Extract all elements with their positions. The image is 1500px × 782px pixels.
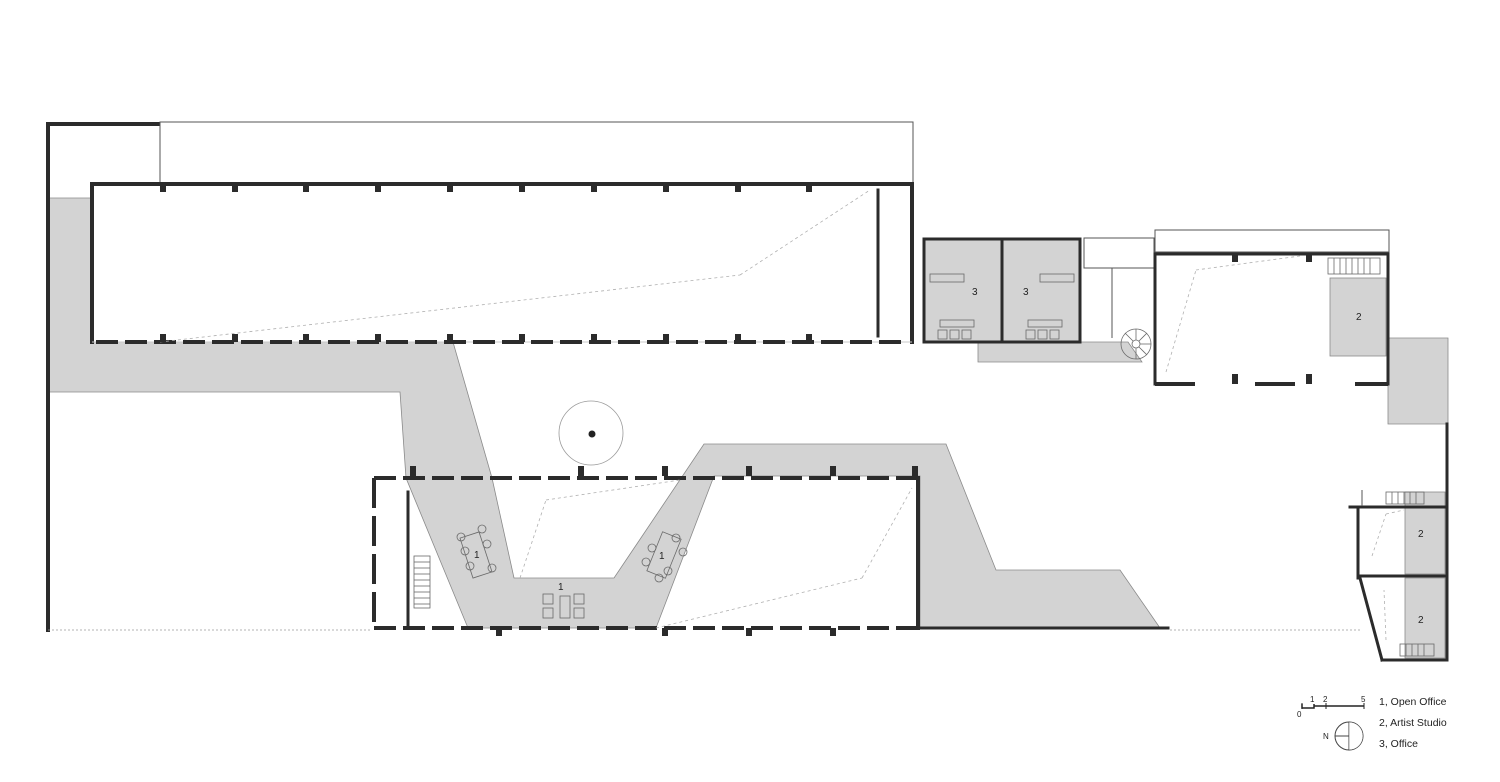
office-room-a [923, 239, 1003, 342]
legend-item-office: 3, Office [1379, 738, 1418, 750]
room-label-studio-east-a: 2 [1418, 529, 1424, 540]
stair-east [1385, 491, 1435, 657]
legend-item-artist-studio: 2, Artist Studio [1379, 717, 1447, 729]
studio-room-east-b [1404, 577, 1446, 659]
room-label-studio-east-b: 2 [1418, 615, 1424, 626]
scale-tick-1: 1 [1310, 695, 1315, 704]
conference-table-east [641, 531, 688, 583]
room-label-open-office-west: 1 [474, 550, 480, 561]
stair-south [413, 555, 431, 609]
studio-room-north [1329, 277, 1387, 357]
east-wedge [1387, 337, 1449, 425]
room-label-studio-north: 2 [1356, 312, 1362, 323]
south-building [372, 466, 1170, 636]
legend: 1, Open Office 2, Artist Studio 3, Offic… [1379, 696, 1447, 750]
legend-item-open-office: 1, Open Office [1379, 696, 1447, 708]
courtyard-tree [558, 400, 624, 466]
conference-table-west [456, 524, 497, 579]
office-corridor [977, 341, 1143, 363]
north-label: N [1323, 732, 1329, 741]
office-block [922, 237, 1155, 360]
scale-tick-2: 2 [1323, 695, 1328, 704]
circulation-zones [47, 197, 1449, 659]
north-building [90, 182, 914, 344]
spiral-stair [1120, 328, 1152, 360]
north-arrow: N [1323, 721, 1364, 751]
room-label-office-b: 3 [1023, 287, 1029, 298]
room-labels: 1 1 1 3 3 2 2 2 [474, 287, 1424, 626]
office-room-b [1001, 239, 1081, 342]
room-label-office-a: 3 [972, 287, 978, 298]
studio-block-north [1153, 229, 1390, 386]
scale-bar: 0 1 2 5 [1297, 695, 1366, 719]
scale-tick-0: 0 [1297, 710, 1302, 719]
room-label-open-office-lounge: 1 [558, 582, 564, 593]
studio-block-east [1348, 422, 1449, 662]
room-label-open-office-east: 1 [659, 551, 665, 562]
scale-tick-5: 5 [1361, 695, 1366, 704]
stair-north-east [1327, 257, 1381, 275]
lounge-seating [542, 593, 585, 619]
west-corridor [47, 197, 1161, 629]
